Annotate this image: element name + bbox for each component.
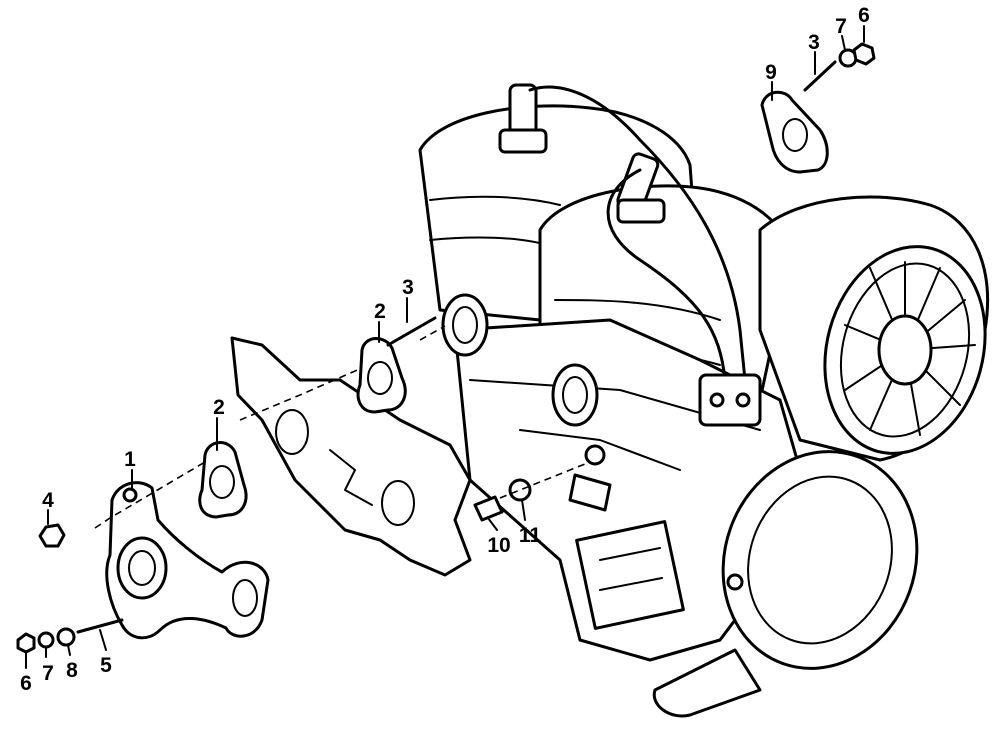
- engine-assembly: [418, 83, 990, 718]
- callouts: 1 2 2 3 3 4 5 6 6 7 7 8 9 10 11: [20, 4, 870, 695]
- fasteners: [16, 42, 876, 654]
- callout-3-middle: 3: [402, 276, 414, 299]
- gasket-rear: [356, 337, 407, 414]
- callout-11: 11: [519, 524, 542, 547]
- callout-7-upper: 7: [835, 15, 847, 38]
- callout-3-upper: 3: [808, 31, 820, 54]
- engine-fittings: [568, 444, 612, 512]
- callout-9: 9: [765, 61, 777, 84]
- callout-7-lower: 7: [42, 662, 54, 685]
- recoil-starter-cover: [652, 450, 919, 718]
- callout-8: 8: [66, 659, 78, 682]
- engine-exhaust-ports: [441, 293, 599, 427]
- callout-5: 5: [100, 654, 112, 677]
- callout-1: 1: [124, 448, 136, 471]
- plug-11: [508, 478, 532, 502]
- fitting-10: [473, 495, 504, 522]
- callout-10: 10: [487, 534, 510, 557]
- stud-3-middle: [386, 316, 437, 347]
- spark-plug-wires: [498, 83, 762, 427]
- nut-6-upper: [852, 42, 876, 66]
- nut-6-lower: [16, 632, 36, 654]
- leader-lines: [25, 25, 865, 669]
- callout-6-lower: 6: [20, 672, 32, 695]
- stud-5: [76, 618, 124, 634]
- exhaust-manifold: [105, 481, 270, 640]
- nut-4: [38, 523, 66, 548]
- gasket-9: [760, 90, 829, 174]
- callout-2-rear: 2: [374, 300, 386, 323]
- cooling-fan-housing: [758, 195, 990, 462]
- gasket-front: [198, 441, 248, 519]
- washer-8: [56, 627, 76, 647]
- stud-3-upper: [803, 60, 837, 92]
- washer-7-lower: [37, 631, 55, 649]
- callout-2-front: 2: [213, 396, 225, 419]
- callout-4: 4: [42, 489, 54, 512]
- heat-shield-plate: [230, 336, 472, 577]
- callout-6-upper: 6: [858, 4, 870, 27]
